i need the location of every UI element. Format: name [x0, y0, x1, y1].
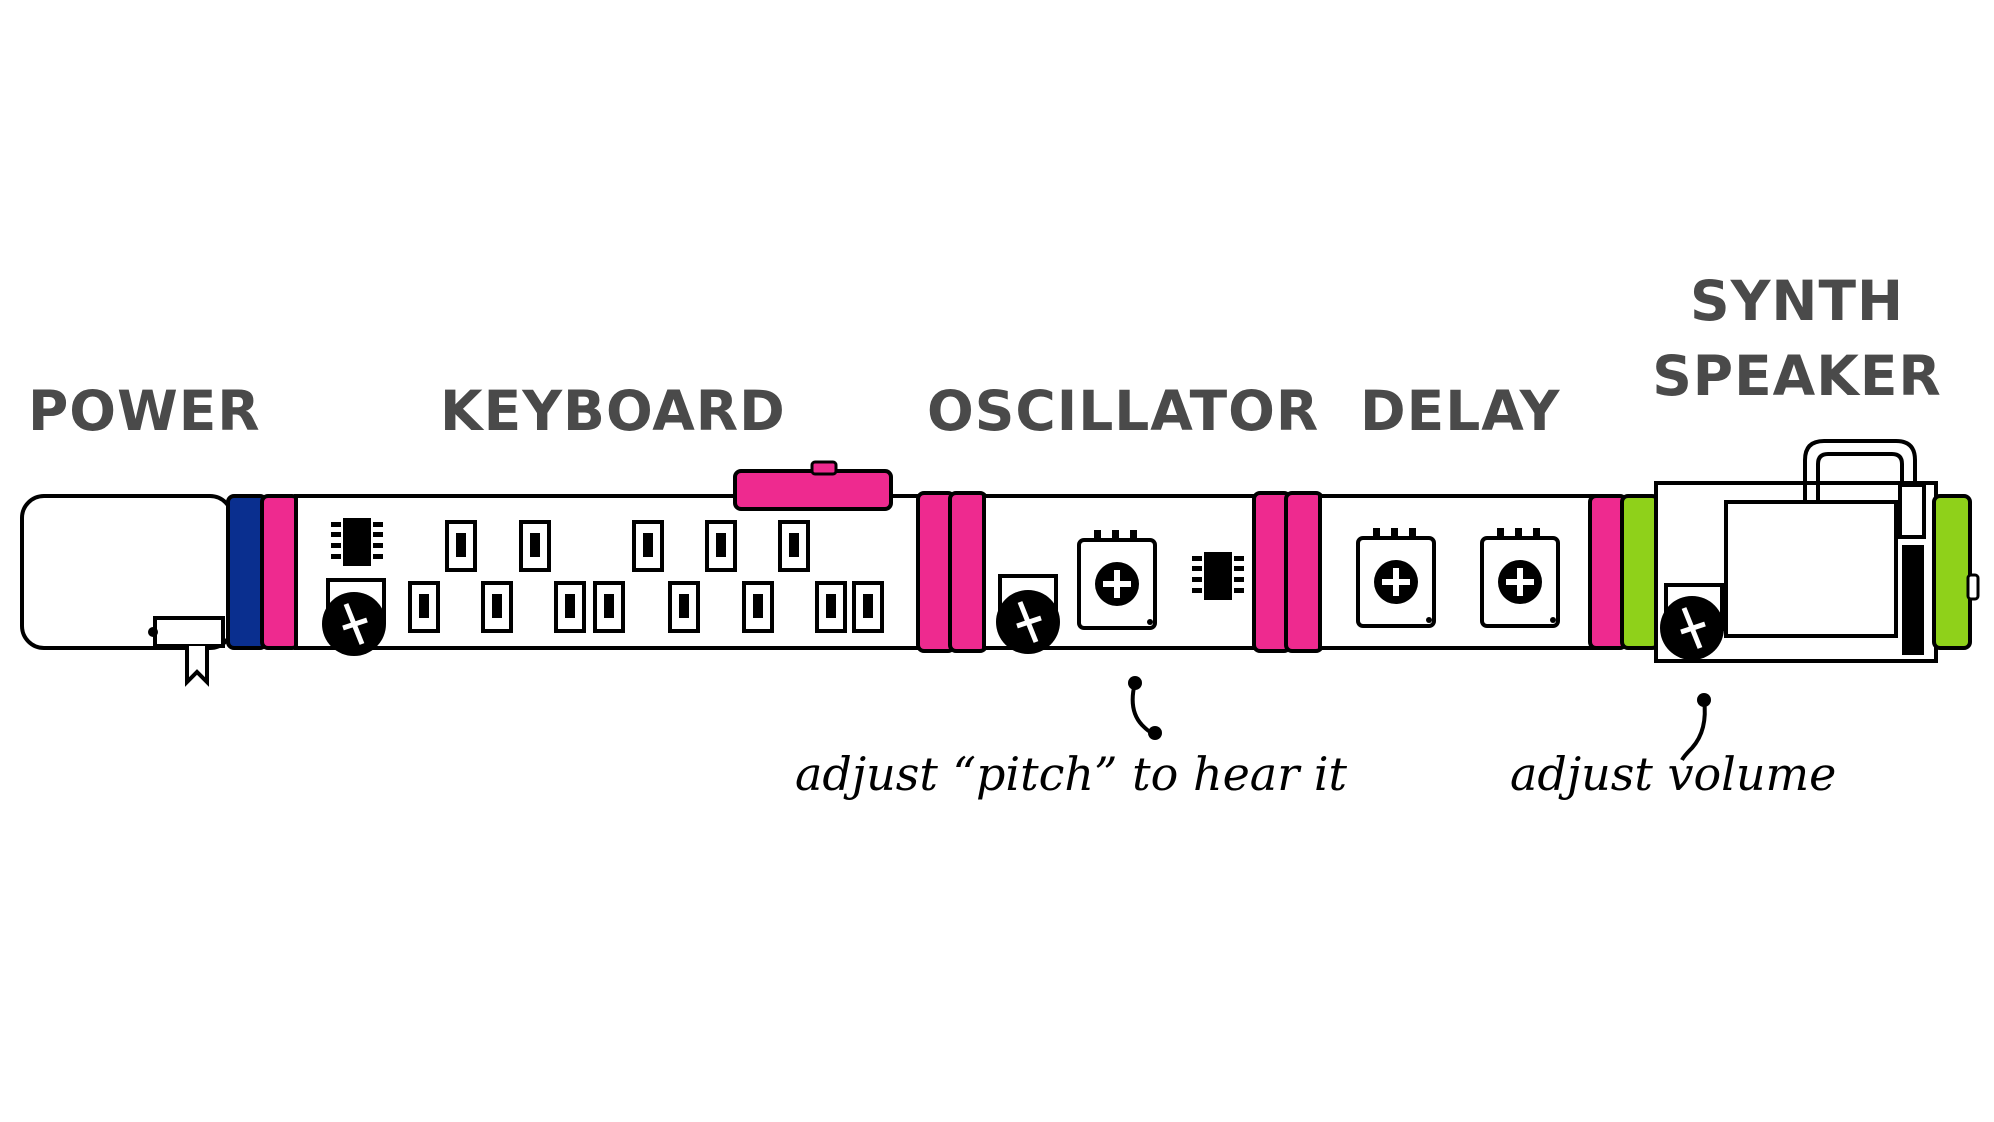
oscillator-in-connector	[948, 491, 988, 653]
oscillator-module	[982, 494, 1260, 654]
label-power: POWER	[28, 379, 261, 443]
delay-in-connector	[1284, 491, 1324, 653]
keyboard-keys-bottom	[408, 581, 884, 633]
label-keyboard: KEYBOARD	[440, 379, 786, 443]
speaker-out-connector	[1932, 494, 1972, 650]
power-pink-connector	[260, 494, 300, 650]
label-speaker: SPEAKER	[1652, 344, 1942, 408]
keyboard-top-button	[733, 469, 893, 511]
speaker-in-connector	[1620, 494, 1660, 650]
power-switch	[153, 616, 225, 648]
volume-annotation: adjust volume	[1510, 747, 1836, 801]
label-delay: DELAY	[1360, 379, 1561, 443]
chip-icon	[331, 518, 383, 566]
speaker-module	[1654, 439, 1938, 663]
power-cable-stub	[185, 646, 209, 687]
oscillator-chip-icon	[1192, 552, 1244, 600]
delay-dial-1-icon	[1356, 528, 1436, 628]
label-synth: SYNTH	[1690, 269, 1904, 333]
volume-callout	[1680, 693, 1711, 761]
keyboard-keys-top	[445, 520, 810, 572]
delay-dial-2-icon	[1480, 528, 1560, 628]
label-oscillator: OSCILLATOR	[927, 379, 1319, 443]
pitch-callout	[1128, 676, 1162, 740]
keyboard-module	[294, 460, 924, 656]
pitch-dial-icon	[1077, 530, 1157, 630]
speaker-jack-icon	[1902, 545, 1924, 655]
power-module	[20, 494, 234, 687]
pitch-annotation: adjust “pitch” to hear it	[795, 747, 1348, 801]
speaker-cone-box	[1724, 500, 1898, 638]
delay-module	[1318, 494, 1596, 650]
